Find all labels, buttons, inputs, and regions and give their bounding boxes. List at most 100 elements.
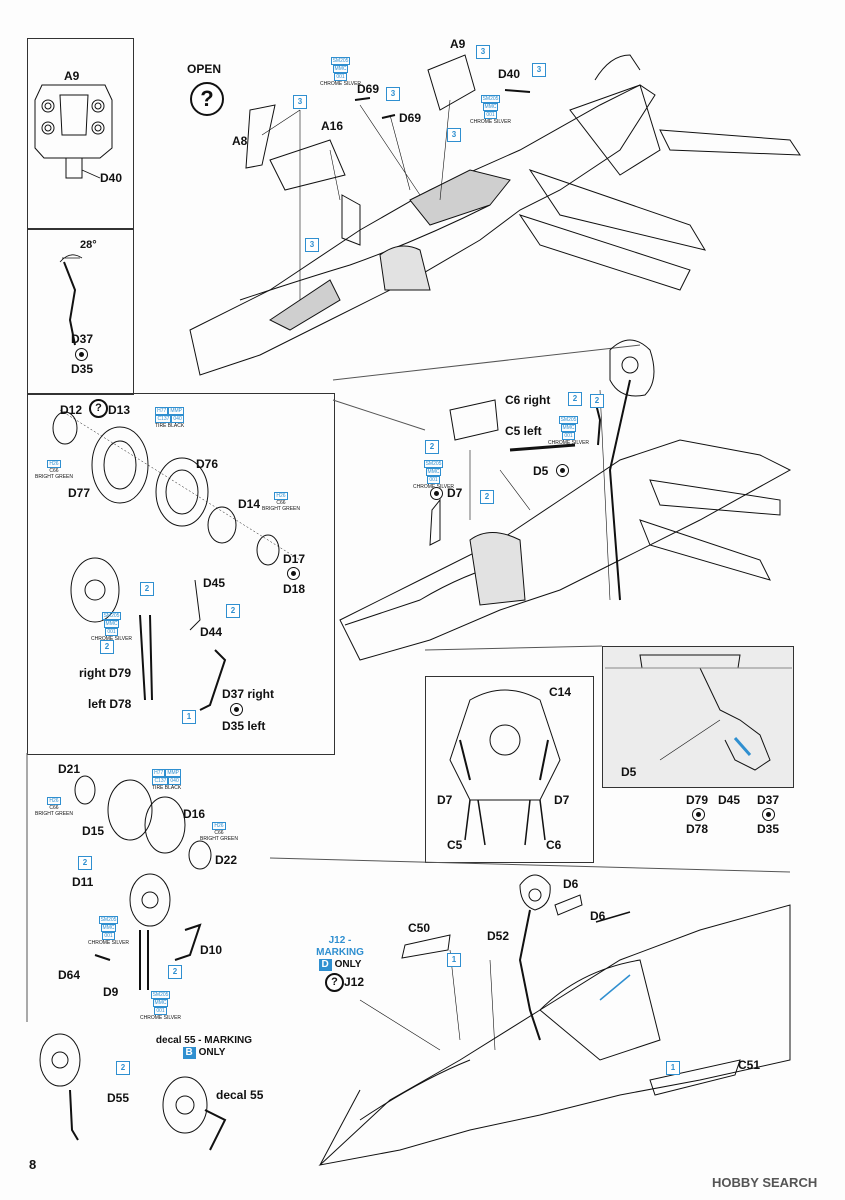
label-c50: C50: [408, 921, 431, 935]
paint-code: MMP: [165, 769, 182, 777]
paint-code: C66: [49, 468, 59, 474]
label-d35: D35: [71, 362, 94, 376]
paint-code: MMC: [560, 424, 577, 432]
label-d35-left: D35 left: [222, 719, 266, 733]
paint-chrome-silver: SM205 MMC 001 CHROME SILVER: [470, 95, 511, 125]
paint-code: H26: [47, 797, 61, 805]
paint-code: H77: [152, 769, 166, 777]
label-c5-left: C5 left: [505, 424, 542, 438]
paint-code: MMC: [152, 999, 169, 1007]
label-d17: D17: [283, 552, 306, 566]
label-d40-inset: D40: [100, 171, 123, 185]
label-d79: D79: [686, 793, 709, 807]
cement-icon: [762, 808, 775, 821]
paint-code: H26: [274, 492, 288, 500]
paint-code: C137: [152, 777, 169, 785]
label-d14: D14: [238, 497, 261, 511]
marking-suffix: ONLY: [334, 959, 362, 970]
paint-name: CHROME SILVER: [548, 440, 590, 446]
paint-code: SM205: [480, 95, 501, 103]
marking-j12-d-only: J12 - MARKING D ONLY: [305, 935, 375, 971]
label-d9: D9: [103, 985, 119, 999]
paint-name: TIRE BLACK: [152, 785, 182, 791]
label-d69-a: D69: [357, 82, 380, 96]
paint-code: MMC: [100, 924, 117, 932]
paint-code: 040: [168, 777, 181, 785]
cement-icon: [230, 703, 243, 716]
marking-letter: B: [182, 1047, 196, 1059]
step-number: 2: [100, 640, 114, 654]
paint-code: C66: [276, 500, 286, 506]
paint-code: 001: [105, 628, 118, 636]
label-d7-right: D7: [554, 793, 570, 807]
label-d18: D18: [283, 582, 306, 596]
paint-chrome-silver: SM205 MMC 001 CHROME SILVER: [413, 460, 454, 490]
paint-bright-green: H26 C66 BRIGHT GREEN: [35, 797, 73, 817]
paint-bright-green: H26 C66 BRIGHT GREEN: [200, 822, 238, 842]
page-number: 8: [29, 1157, 37, 1172]
paint-name: CHROME SILVER: [413, 484, 455, 490]
label-d78: D78: [686, 822, 709, 836]
label-d6-b: D6: [590, 909, 606, 923]
paint-code: SM205: [423, 460, 444, 468]
label-d77: D77: [68, 486, 91, 500]
paint-code: 001: [484, 111, 497, 119]
label-d22: D22: [215, 853, 238, 867]
paint-name: CHROME SILVER: [91, 636, 133, 642]
paint-chrome-silver: SM205 MMC 001 CHROME SILVER: [140, 991, 181, 1021]
label-c6-right: C6 right: [505, 393, 551, 407]
label-d69-b: D69: [399, 111, 422, 125]
marking-letter: D: [318, 959, 332, 971]
paint-name: CHROME SILVER: [470, 119, 512, 125]
label-d76: D76: [196, 457, 219, 471]
paint-code: SM205: [558, 416, 579, 424]
paint-name: BRIGHT GREEN: [262, 506, 300, 512]
label-d64: D64: [58, 968, 81, 982]
paint-code: MMC: [332, 65, 349, 73]
step-number: 1: [182, 710, 196, 724]
label-angle: 28°: [80, 239, 97, 251]
label-d11: D11: [72, 875, 94, 889]
label-d5-detail: D5: [621, 765, 637, 779]
paint-name: CHROME SILVER: [320, 81, 362, 87]
panel-d5-detail: [602, 646, 794, 788]
marking-title: decal 55 - MARKING: [152, 1035, 256, 1047]
label-c5: C5: [447, 838, 463, 852]
label-right-d79: right D79: [79, 666, 132, 680]
cement-icon: [75, 348, 88, 361]
label-d37: D37: [71, 332, 94, 346]
label-a8: A8: [232, 134, 248, 148]
paint-chrome-silver: SM205 MMC 001 CHROME SILVER: [320, 57, 361, 87]
paint-name: BRIGHT GREEN: [35, 811, 73, 817]
label-d10: D10: [200, 943, 223, 957]
label-decal55: decal 55: [216, 1088, 264, 1102]
paint-code: SM205: [330, 57, 351, 65]
label-d6-a: D6: [563, 877, 579, 891]
step-number: 3: [293, 95, 307, 109]
label-c14: C14: [549, 685, 572, 699]
cement-icon: [287, 567, 300, 580]
label-d13: D13: [108, 403, 131, 417]
paint-chrome-silver: SM205 MMC 001 CHROME SILVER: [548, 416, 589, 446]
step-number: 1: [666, 1061, 680, 1075]
step-number: 3: [447, 128, 461, 142]
paint-code: MMC: [482, 103, 499, 111]
paint-code: C66: [49, 805, 59, 811]
step-number: 1: [447, 953, 461, 967]
paint-code: 001: [334, 73, 347, 81]
label-d5: D5: [533, 464, 549, 478]
paint-code: C137: [155, 415, 172, 423]
label-d16: D16: [183, 807, 206, 821]
paint-code: SM205: [101, 612, 122, 620]
step-number: 2: [568, 392, 582, 406]
label-d55: D55: [107, 1091, 130, 1105]
label-j12: J12: [344, 975, 365, 989]
label-d40: D40: [498, 67, 521, 81]
marking-title: J12 - MARKING: [316, 935, 364, 958]
label-c6: C6: [546, 838, 562, 852]
label-a16: A16: [321, 119, 344, 133]
step-number: 3: [476, 45, 490, 59]
